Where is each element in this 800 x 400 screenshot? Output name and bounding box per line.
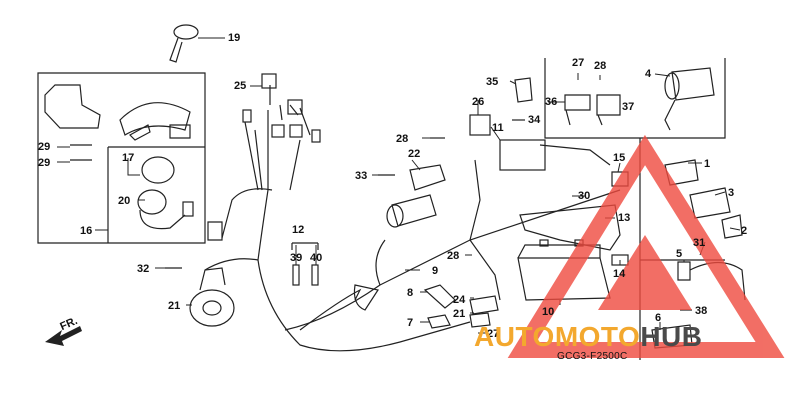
part-label: 9 xyxy=(432,265,439,277)
part-label: 10 xyxy=(542,306,555,318)
part-label: 36 xyxy=(545,96,558,108)
part-label: 15 xyxy=(613,152,626,164)
part-label: 34 xyxy=(528,114,541,126)
part-label: 7 xyxy=(407,317,414,329)
diagram-code: GCG3-F2500C xyxy=(557,351,628,362)
part-label: 21 xyxy=(453,308,466,320)
clamp-36-drawing xyxy=(514,77,533,103)
part-label: 4 xyxy=(645,68,652,80)
part-label: 1 xyxy=(704,158,711,170)
part-label: 33 xyxy=(355,170,368,182)
part-label: 21 xyxy=(168,300,181,312)
part-label: 11 xyxy=(492,122,504,134)
part-label: 16 xyxy=(80,225,93,237)
horn-drawing xyxy=(189,267,235,327)
part-label: 27 xyxy=(487,328,500,340)
part-label: 29 xyxy=(38,157,51,169)
switch-subgroup-box xyxy=(107,146,205,243)
ignition-switch-drawing xyxy=(44,84,194,230)
part-label: 20 xyxy=(118,195,131,207)
watermark-logo: AUTOMOTOHUB xyxy=(474,322,702,352)
wire-harness-drawing xyxy=(204,73,621,352)
watermark-text-part1: AUTOMOTO xyxy=(474,321,641,352)
part-label: 5 xyxy=(676,248,683,260)
part-21-drawing xyxy=(469,312,491,328)
part-label: 13 xyxy=(618,212,631,224)
relay-37-drawing xyxy=(564,94,591,126)
part-label: 19 xyxy=(228,32,241,44)
part-23-drawing xyxy=(469,295,499,315)
part-label: 27 xyxy=(572,57,585,69)
part-label: 28 xyxy=(447,250,460,262)
part-label: 29 xyxy=(38,141,51,153)
coil-4-drawing xyxy=(664,67,715,131)
fuse-40-drawing xyxy=(311,264,319,286)
screw-29-drawing xyxy=(70,144,92,161)
part-label: 24 xyxy=(453,294,466,306)
part-label: 39 xyxy=(290,252,303,264)
front-arrow-icon xyxy=(45,326,82,346)
part-8-drawing xyxy=(423,284,456,309)
plug-cap-drawing xyxy=(353,284,379,311)
part-label: 31 xyxy=(693,237,706,249)
part-label: 6 xyxy=(655,312,662,324)
part-label: 37 xyxy=(622,101,635,113)
part-label: 26 xyxy=(472,96,485,108)
part-3-drawing xyxy=(689,187,731,219)
part-label: 32 xyxy=(137,263,150,275)
part-label: 3 xyxy=(728,187,735,199)
part-label: 25 xyxy=(234,80,247,92)
part-label: 22 xyxy=(408,148,421,160)
part-label: 38 xyxy=(695,305,708,317)
part-label: 14 xyxy=(613,268,626,280)
part-label: 12 xyxy=(292,224,305,236)
key-drawing xyxy=(169,24,199,63)
relay-group-box xyxy=(544,58,726,139)
part-label: 28 xyxy=(594,60,607,72)
part-label: 40 xyxy=(310,252,323,264)
watermark-text-part2: HUB xyxy=(640,321,703,352)
regulator-drawing xyxy=(409,114,546,191)
part-label: 8 xyxy=(407,287,414,299)
part-2-drawing xyxy=(721,214,743,239)
part-label: 28 xyxy=(396,133,409,145)
part-label: 17 xyxy=(122,152,135,164)
ignition-coil-drawing xyxy=(386,194,437,228)
relay-38-drawing xyxy=(596,94,621,126)
switch-group-box xyxy=(37,72,206,244)
fuse-39-drawing xyxy=(292,264,300,286)
part-label: 35 xyxy=(486,76,499,88)
part-label: 2 xyxy=(741,225,748,237)
watermark-triangle-icon xyxy=(507,134,785,358)
part-label: 30 xyxy=(578,190,591,202)
part-7-drawing xyxy=(427,314,451,329)
bracket-12-drawing xyxy=(291,242,319,250)
